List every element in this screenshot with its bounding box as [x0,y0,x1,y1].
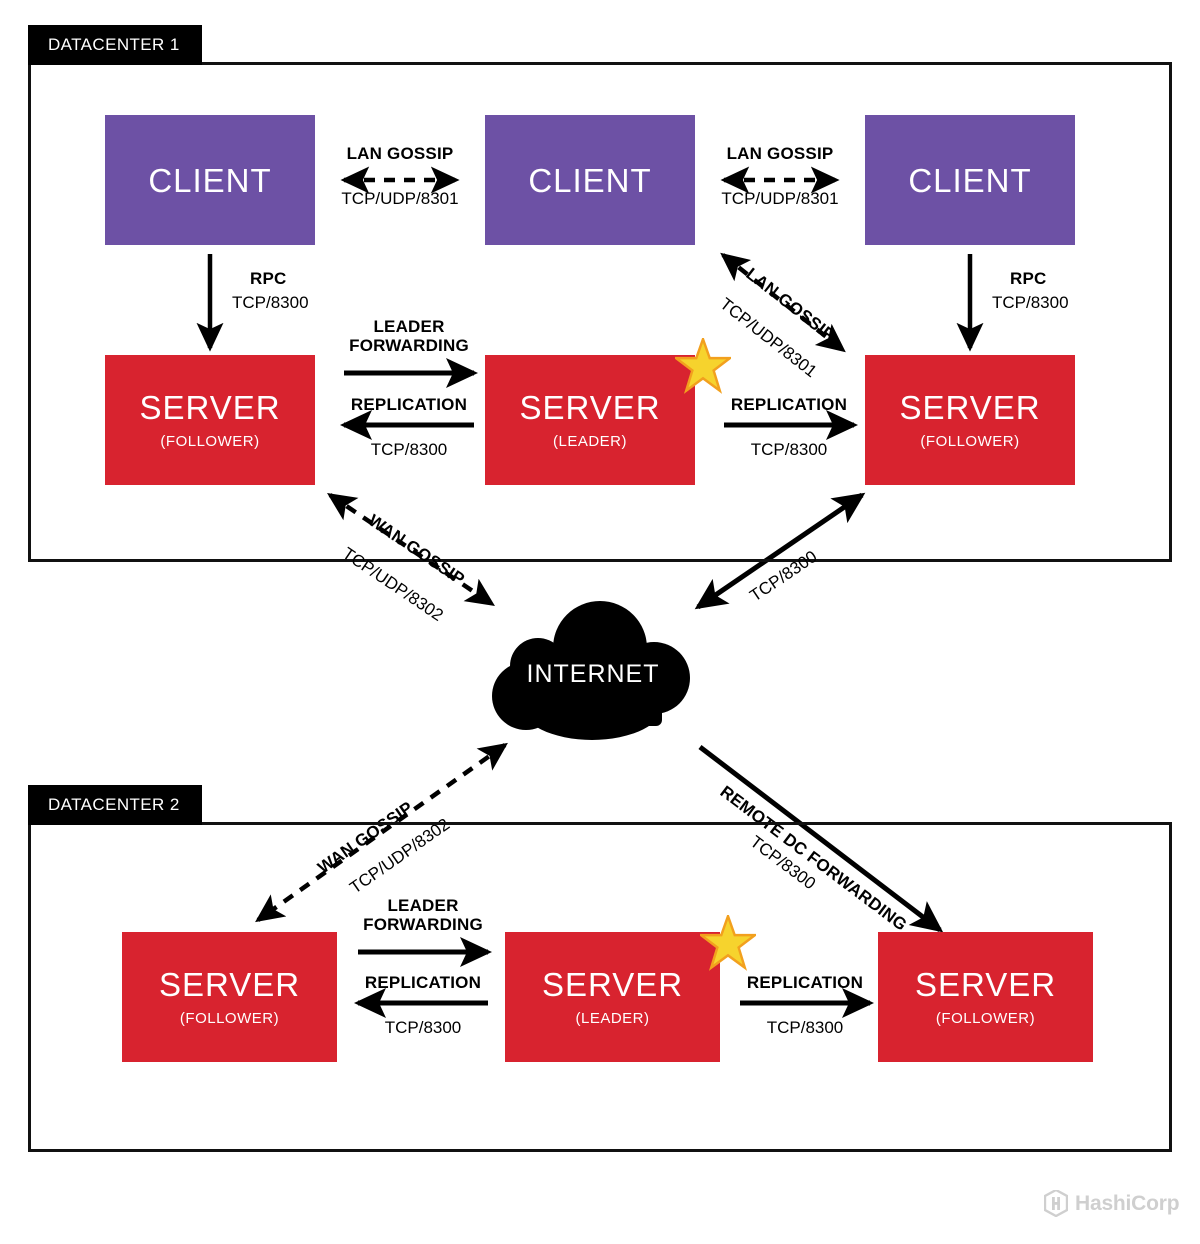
link-port: TCP/8300 [384,1017,462,1037]
dc2-server-follower-left[interactable]: SERVER (FOLLOWER) [122,932,337,1062]
dc2-replication-left-label: REPLICATION TCP/8300 [344,973,502,1037]
dc1-server-follower-left[interactable]: SERVER (FOLLOWER) [105,355,315,485]
dc2-leader-forwarding-label: LEADER FORWARDING [344,896,502,934]
node-title: SERVER [899,388,1041,426]
hashicorp-logo: HashiCorp [1044,1190,1180,1217]
link-name: RPC [250,269,287,288]
node-title: CLIENT [528,161,652,199]
dc1-replication-right-label: REPLICATION TCP/8300 [710,395,868,459]
link-port: TCP/8300 [766,1017,844,1037]
node-role: (FOLLOWER) [920,432,1020,450]
link-port: TCP/8300 [992,292,1069,312]
link-port: TCP/8300 [370,439,448,459]
node-title: SERVER [914,965,1057,1003]
node-title: CLIENT [908,161,1032,199]
node-title: SERVER [158,965,301,1003]
link-port: TCP/UDP/8301 [341,188,459,208]
node-role: (FOLLOWER) [935,1009,1036,1027]
dc2-server-leader[interactable]: SERVER (LEADER) [505,932,720,1062]
datacenter-1-container [28,62,1172,562]
link-port: TCP/8300 [232,292,309,312]
node-role: (FOLLOWER) [179,1009,280,1027]
link-port: TCP/8300 [750,439,828,459]
datacenter-1-tab: DATACENTER 1 [28,25,202,65]
node-title: SERVER [519,388,661,426]
hashicorp-logo-text: HashiCorp [1075,1191,1180,1215]
link-name: RPC [1010,269,1047,288]
link-port: TCP/UDP/8301 [721,188,839,208]
link-name: REPLICATION [746,973,864,992]
node-title: SERVER [541,965,684,1003]
link-name: LAN GOSSIP [346,144,454,163]
internet-cloud: INTERNET [478,600,708,750]
datacenter-2-tab: DATACENTER 2 [28,785,202,825]
link-name: LAN GOSSIP [726,144,834,163]
link-name-line2: FORWARDING [349,335,469,355]
node-role: (FOLLOWER) [160,432,260,450]
dc2-replication-right-label: REPLICATION TCP/8300 [726,973,884,1037]
hashicorp-logo-icon [1044,1190,1068,1217]
dc1-leader-forwarding-label: LEADER FORWARDING [330,317,488,355]
node-title: CLIENT [148,161,272,199]
dc1-replication-left-label: REPLICATION TCP/8300 [330,395,488,459]
node-role: (LEADER) [552,432,627,450]
dc1-lan-gossip-2-label: LAN GOSSIP TCP/UDP/8301 [700,144,860,208]
dc1-client-1[interactable]: CLIENT [105,115,315,245]
dc2-server-follower-right[interactable]: SERVER (FOLLOWER) [878,932,1093,1062]
link-name: REPLICATION [350,395,468,414]
link-name: REPLICATION [364,973,482,992]
link-name-line1: LEADER [387,896,459,915]
datacenter-1-label: DATACENTER 1 [48,35,180,54]
cloud-icon [492,601,690,740]
datacenter-2-label: DATACENTER 2 [48,795,180,814]
dc1-client-2[interactable]: CLIENT [485,115,695,245]
datacenter-2-container [28,822,1172,1152]
dc1-client-3[interactable]: CLIENT [865,115,1075,245]
link-name: REPLICATION [730,395,848,414]
internet-label: INTERNET [526,660,660,688]
dc1-lan-gossip-1-label: LAN GOSSIP TCP/UDP/8301 [320,144,480,208]
link-name-line1: LEADER [373,317,445,336]
dc1-server-follower-right[interactable]: SERVER (FOLLOWER) [865,355,1075,485]
node-title: SERVER [139,388,281,426]
dc1-server-leader[interactable]: SERVER (LEADER) [485,355,695,485]
dc1-rpc-left-label: RPC TCP/8300 [232,269,342,312]
link-name-line2: FORWARDING [363,914,483,934]
dc1-rpc-right-label: RPC TCP/8300 [992,269,1102,312]
node-role: (LEADER) [575,1009,650,1027]
